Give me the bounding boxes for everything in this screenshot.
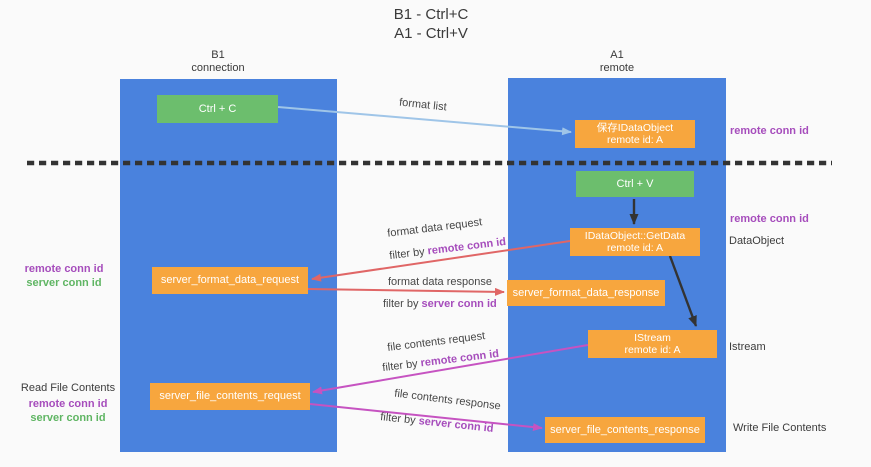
note-left-conn-ids: remote conn id server conn id	[16, 262, 112, 290]
idataobject-getdata-box: IDataObject::GetData remote id: A	[570, 228, 700, 256]
filter-by-text: filter by	[388, 245, 426, 263]
filter-by-text: filter by	[383, 298, 419, 310]
server-format-data-response-box: server_format_data_response	[507, 280, 665, 306]
note-left-remote-conn-id: remote conn id	[24, 263, 104, 275]
istream-line1: IStream	[634, 331, 671, 344]
left-column-header: B1 connection	[163, 49, 273, 75]
filter-by-text: filter by	[379, 411, 417, 427]
server-file-contents-response-label: server_file_contents_response	[550, 423, 700, 436]
note-remote-conn-id-top: remote conn id	[730, 125, 809, 137]
note-left-remote-conn-id-2: remote conn id	[28, 398, 108, 410]
right-column-header: A1 remote	[562, 49, 672, 75]
filter-value-text: remote conn id	[426, 235, 507, 258]
label-filter-by-remote-conn-id-1: filter by remote conn id	[389, 236, 507, 262]
label-format-list: format list	[398, 96, 448, 114]
note-read-file-contents-block: Read File Contents remote conn id server…	[16, 381, 120, 425]
note-left-server-conn-id: server conn id	[26, 277, 102, 289]
label-filter-by-server-conn-id-1: filter by server conn id	[383, 298, 497, 310]
format-data-response-arrow	[307, 287, 505, 296]
note-istream: Istream	[729, 341, 766, 353]
label-format-data-response: format data response	[388, 276, 492, 288]
save-idataobject-box: 保存IDataObject remote id: A	[575, 120, 695, 148]
left-column-role: connection	[191, 62, 245, 74]
server-format-data-request-label: server_format_data_request	[160, 274, 300, 286]
save-idataobject-line1: 保存IDataObject	[596, 121, 674, 134]
label-file-contents-response: file contents response	[393, 387, 502, 413]
note-remote-conn-id-mid: remote conn id	[730, 213, 809, 225]
label-filter-by-server-conn-id-2: filter by server conn id	[380, 411, 494, 435]
server-file-contents-request-label: server_file_contents_request	[159, 390, 301, 402]
note-write-file-contents: Write File Contents	[733, 422, 827, 434]
ctrl-c-label: Ctrl + C	[198, 102, 237, 115]
filter-by-text: filter by	[381, 357, 419, 375]
istream-box: IStream remote id: A	[588, 330, 717, 358]
right-column-role: remote	[599, 62, 635, 74]
note-dataobject: DataObject	[729, 235, 785, 247]
ctrl-v-box: Ctrl + V	[576, 171, 694, 197]
server-file-contents-request-box: server_file_contents_request	[150, 383, 310, 410]
left-column-name: B1	[211, 49, 225, 61]
server-file-contents-response-box: server_file_contents_response	[545, 417, 705, 443]
getdata-line1: IDataObject::GetData	[584, 229, 686, 242]
ctrl-c-box: Ctrl + C	[157, 95, 278, 123]
title-line-1: B1 - Ctrl+C	[393, 6, 469, 23]
ctrl-v-label: Ctrl + V	[616, 177, 654, 190]
filter-value-text: server conn id	[418, 415, 495, 435]
filter-value-text: server conn id	[421, 298, 497, 310]
title-line-2: A1 - Ctrl+V	[394, 25, 468, 42]
right-column-name: A1	[610, 49, 624, 61]
diagram-title: B1 - Ctrl+C A1 - Ctrl+V	[306, 5, 556, 43]
save-idataobject-line2: remote id: A	[606, 134, 664, 146]
note-read-file-contents: Read File Contents	[20, 382, 116, 394]
label-format-data-request: format data request	[386, 216, 483, 240]
server-format-data-response-label: server_format_data_response	[512, 286, 660, 299]
getdata-line2: remote id: A	[606, 242, 664, 254]
filter-value-text: remote conn id	[419, 347, 500, 370]
note-left-server-conn-id-2: server conn id	[30, 412, 106, 424]
server-format-data-request-box: server_format_data_request	[152, 267, 308, 294]
istream-line2: remote id: A	[624, 344, 681, 356]
